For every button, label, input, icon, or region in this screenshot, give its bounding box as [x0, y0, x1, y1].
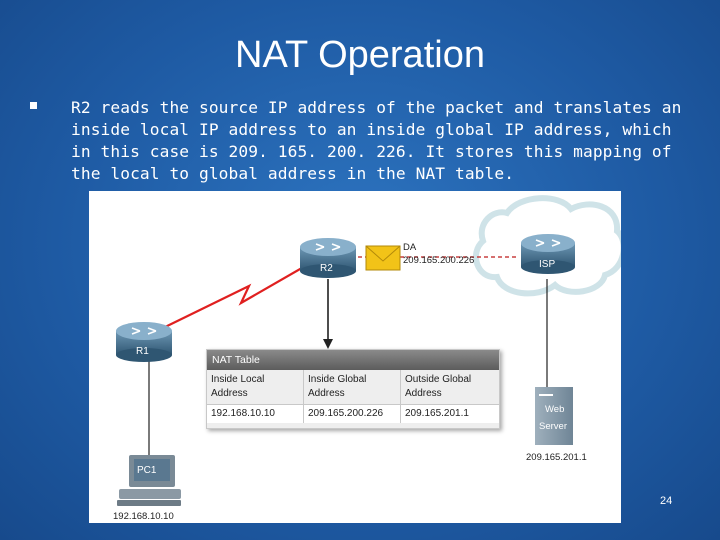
web-server-icon[interactable]: [535, 387, 573, 445]
arrow-head: [323, 339, 333, 349]
topology-drawing: [116, 195, 621, 506]
r2-label: R2: [320, 263, 333, 274]
nat-header-inside-global: Inside Global Address: [304, 370, 401, 404]
nat-table-title: NAT Table: [207, 350, 499, 370]
packet-da-label: DA: [403, 242, 417, 253]
nat-header-outside-global: Outside Global Address: [405, 374, 472, 399]
web-server-ip: 209.165.201.1: [526, 452, 587, 463]
router-r1[interactable]: [116, 322, 172, 362]
bullet-text: R2 reads the source IP address of the pa…: [71, 98, 682, 183]
nat-table: NAT Table Inside Local Address Inside Gl…: [206, 349, 500, 429]
nat-cell-outside-global: 209.165.201.1: [405, 408, 469, 419]
router-r2[interactable]: [300, 238, 356, 278]
isp-label: ISP: [539, 259, 556, 270]
page-number: 24: [660, 495, 673, 507]
packet-envelope-icon: [365, 245, 401, 271]
nat-cell-inside-local: 192.168.10.10: [207, 405, 304, 423]
packet-da-value: 209.165.200.226: [403, 255, 475, 266]
router-isp[interactable]: [521, 234, 575, 274]
web-server-label-1: Web: [545, 404, 565, 415]
network-diagram: R2 ISP R1 PC1 DA 209.165.200.226 Web Ser…: [89, 191, 621, 523]
bullet-marker: [30, 102, 37, 109]
nat-header-inside-local: Inside Local Address: [207, 370, 304, 404]
pc1-label: PC1: [137, 465, 157, 476]
r1-label: R1: [136, 346, 149, 357]
pc1-ip: 192.168.10.10: [113, 511, 174, 522]
r1-r2-serial-link: [160, 260, 315, 330]
nat-table-header-row: Inside Local Address Inside Global Addre…: [207, 370, 499, 404]
slide-title: NAT Operation: [235, 34, 485, 76]
pc1-computer-icon[interactable]: [117, 455, 181, 506]
nat-cell-inside-global: 209.165.200.226: [304, 405, 401, 423]
web-server-label-2: Server: [539, 421, 567, 432]
table-row: 192.168.10.10 209.165.200.226 209.165.20…: [207, 404, 499, 423]
